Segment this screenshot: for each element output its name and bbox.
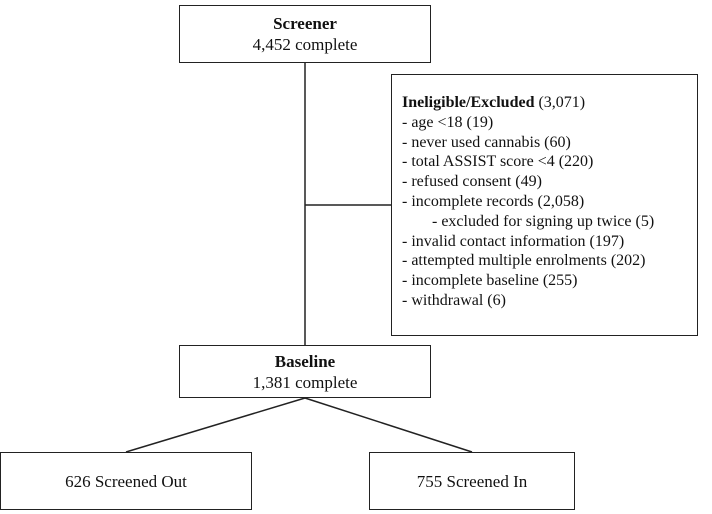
screened-out-label: 626 Screened Out — [65, 471, 187, 491]
exclusion-item: - total ASSIST score <4 (220) — [402, 153, 594, 171]
exclusion-item: - attempted multiple enrolments (202) — [402, 252, 646, 270]
screener-box: Screener 4,452 complete — [179, 5, 431, 63]
screened-in-box: 755 Screened In — [369, 452, 575, 510]
baseline-title: Baseline — [274, 351, 336, 371]
baseline-box: Baseline 1,381 complete — [179, 345, 431, 398]
exclusion-item: - invalid contact information (197) — [402, 232, 625, 250]
baseline-to-screened-in-line — [304, 397, 473, 453]
baseline-to-screened-out-line — [125, 397, 306, 453]
exclusion-subitem: - excluded for signing up twice (5) — [432, 212, 655, 230]
exclusion-item: - age <18 (19) — [402, 113, 494, 131]
excluded-title: Ineligible/Excluded — [402, 94, 535, 111]
exclusion-item: - incomplete records (2,058) — [402, 192, 585, 210]
baseline-count: 1,381 complete — [252, 372, 358, 392]
exclusion-item: - refused consent (49) — [402, 173, 542, 191]
excluded-total: (3,071) — [534, 94, 586, 111]
screener-title: Screener — [273, 14, 337, 33]
excluded-heading: Ineligible/Excluded (3,071) — [402, 93, 687, 113]
exclusion-item: - incomplete baseline (255) — [402, 272, 578, 290]
excluded-box: Ineligible/Excluded (3,071) - age <18 (1… — [391, 74, 698, 336]
exclusion-item: - withdrawal (6) — [402, 291, 506, 309]
screened-out-box: 626 Screened Out — [0, 452, 252, 510]
screened-in-label: 755 Screened In — [416, 471, 528, 491]
exclusion-item: - never used cannabis (60) — [402, 133, 571, 151]
screener-count: 4,452 complete — [252, 35, 358, 54]
